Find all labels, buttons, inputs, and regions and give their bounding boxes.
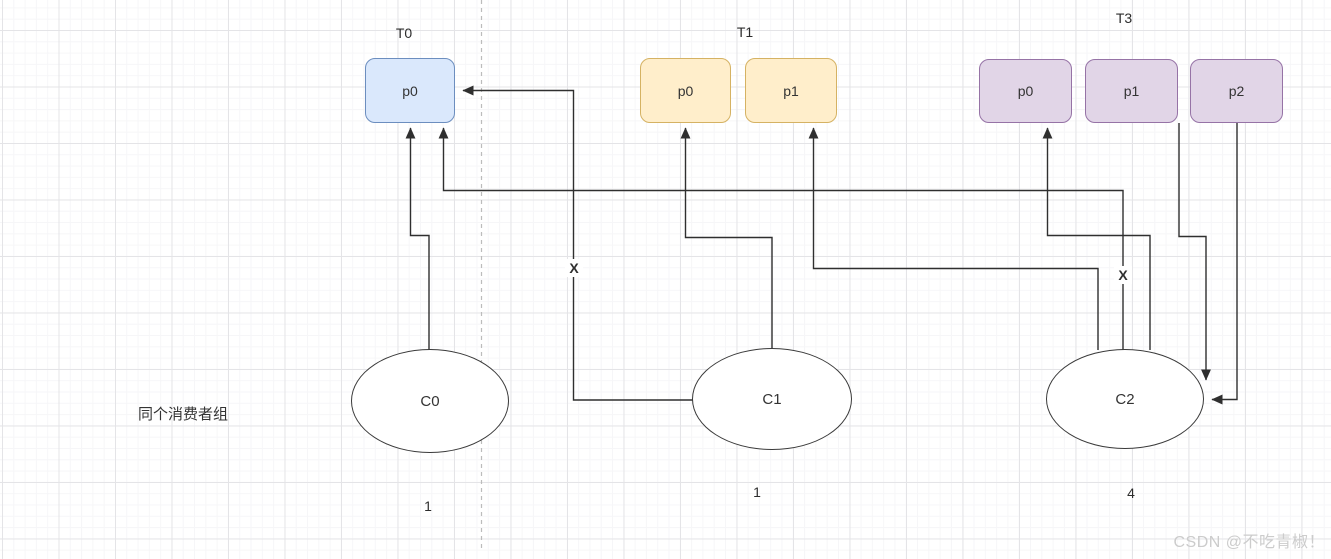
topic-title-t1: T1 [736,24,754,40]
assigned-count-c1: 1 [753,484,761,500]
partition-label: p2 [1228,83,1245,99]
partition-node-t1-p1: p1 [745,58,837,123]
partition-node-t0-p0: p0 [365,58,455,123]
topic-title-t0: T0 [395,25,413,41]
connector-t3p2-to-c2 [1211,123,1238,405]
assigned-count-c2: 4 [1127,485,1135,501]
connector-t3p1-to-c2 [1178,123,1212,381]
partition-node-t3-p0: p0 [979,59,1072,123]
watermark-text: CSDN @不吃青椒！ [1173,534,1325,551]
connector-c0-to-t0p0 [405,127,430,350]
assigned-count-c0: 1 [424,498,432,514]
revoked-x-mark-c1-t0p0: X [565,259,583,277]
partition-node-t1-p0: p0 [640,58,731,123]
connector-c2-to-t0p0-revoked [438,127,1124,350]
consumer-label: C2 [1115,390,1135,408]
consumer-node-c2: C2 [1046,349,1204,449]
partition-node-t3-p1: p1 [1085,59,1178,123]
connector-c2-to-t1p1 [808,127,1099,350]
partition-label: p0 [1017,83,1034,99]
revoked-x-mark-c2-t0p0: X [1114,266,1132,284]
topic-title-t3: T3 [1115,10,1133,26]
partition-label: p0 [402,82,418,99]
connector-c2-to-t3p0 [1042,127,1151,350]
consumer-node-c1: C1 [692,348,852,450]
consumer-node-c0: C0 [351,349,509,453]
connector-c1-to-t0p0-revoked [462,85,693,401]
connector-c1-to-t1p0 [680,127,773,348]
consumer-label: C0 [420,392,440,410]
consumer-label: C1 [762,390,782,408]
partition-label: p1 [783,82,799,99]
partition-label: p1 [1123,83,1140,99]
partition-label: p0 [677,82,694,99]
consumer-group-label: 同个消费者组 [138,406,229,423]
partition-node-t3-p2: p2 [1190,59,1283,123]
